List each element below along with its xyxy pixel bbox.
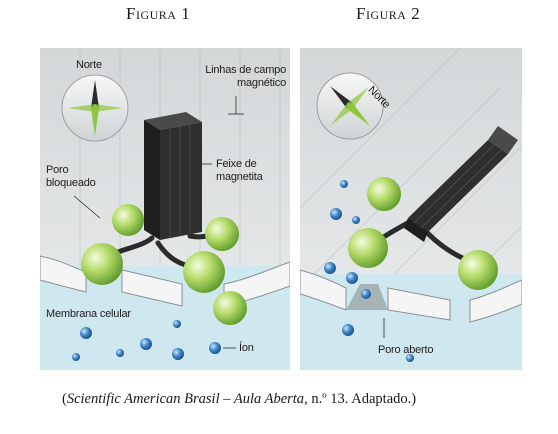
ion-label: Íon <box>239 342 254 354</box>
channel-sphere <box>367 177 401 211</box>
north-label: Norte <box>76 59 102 71</box>
blocked-pore-label: Poro bloqueado <box>46 164 96 189</box>
compass-icon <box>61 74 129 142</box>
figure-1-title: Figura 1 <box>126 4 191 23</box>
figure-1-illustration <box>40 48 290 370</box>
magnetite-label: Feixe de magnetita <box>216 158 263 183</box>
ions <box>324 180 414 362</box>
magnetite-bundle <box>144 112 202 240</box>
membrane-label: Membrana celular <box>46 308 131 320</box>
ions <box>72 320 221 361</box>
magnetite-bundle <box>404 126 518 242</box>
caption-rest: , n.º 13. Adaptado.) <box>304 391 417 407</box>
membrane-segment <box>40 255 87 293</box>
compass-icon <box>316 72 384 140</box>
figure-2-illustration <box>300 48 522 370</box>
membrane-segment <box>469 279 522 323</box>
figure-2-title: Figura 2 <box>356 4 421 23</box>
source-caption: (Scientific American Brasil – Aula Abert… <box>62 391 416 408</box>
caption-source: Scientific American Brasil – Aula Aberta <box>66 391 305 407</box>
channel-sphere <box>205 217 239 251</box>
membrane-segment <box>121 269 183 307</box>
channel-sphere <box>348 228 388 268</box>
open-pore-label: Poro aberto <box>378 344 434 356</box>
figure-1-panel: Norte Linhas de campo magnético Feixe de… <box>40 48 290 370</box>
figure-2-panel: Norte Poro aberto <box>300 48 522 370</box>
channel-sphere <box>183 251 225 293</box>
field-lines-label: Linhas de campo magnético <box>205 64 286 89</box>
caption-open: ( <box>62 391 67 407</box>
channel-sphere <box>81 243 123 285</box>
leader-lines <box>73 96 244 349</box>
membrane-segment <box>387 287 451 321</box>
channel-sphere <box>213 291 247 325</box>
channel-sphere <box>458 250 498 290</box>
channel-sphere <box>112 204 144 236</box>
